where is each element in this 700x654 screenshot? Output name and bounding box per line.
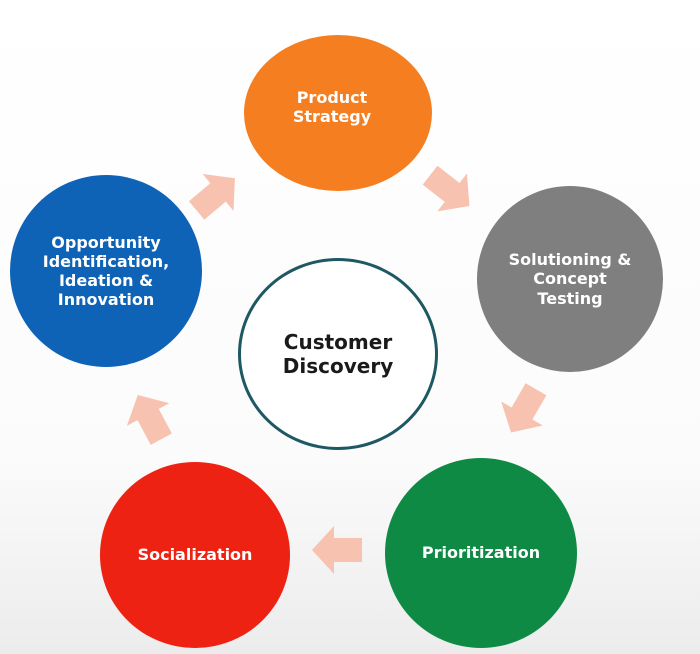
node-label: Socialization: [137, 545, 253, 565]
node-socialization: Socialization: [100, 462, 290, 648]
node-solutioning: Solutioning & Concept Testing: [477, 186, 663, 372]
node-label: Solutioning & Concept Testing: [508, 250, 632, 308]
center-label: Customer Discovery: [282, 330, 394, 378]
node-prioritization: Prioritization: [385, 458, 577, 648]
node-label: Prioritization: [421, 543, 541, 563]
node-opportunity: Opportunity Identification, Ideation & I…: [10, 175, 202, 367]
arrow-strategy-to-solutioning: [422, 165, 470, 212]
arrow-opportunity-to-strategy: [188, 174, 235, 220]
arrow-prioritization-to-socialization: [312, 526, 362, 574]
node-product-strategy: Product Strategy: [244, 35, 432, 191]
center-node-customer-discovery: Customer Discovery: [238, 258, 438, 450]
node-label: Opportunity Identification, Ideation & I…: [42, 232, 170, 310]
node-label: Product Strategy: [292, 87, 372, 126]
arrow-solutioning-to-prioritization: [501, 383, 547, 433]
arrow-socialization-to-opportunity: [126, 395, 172, 445]
